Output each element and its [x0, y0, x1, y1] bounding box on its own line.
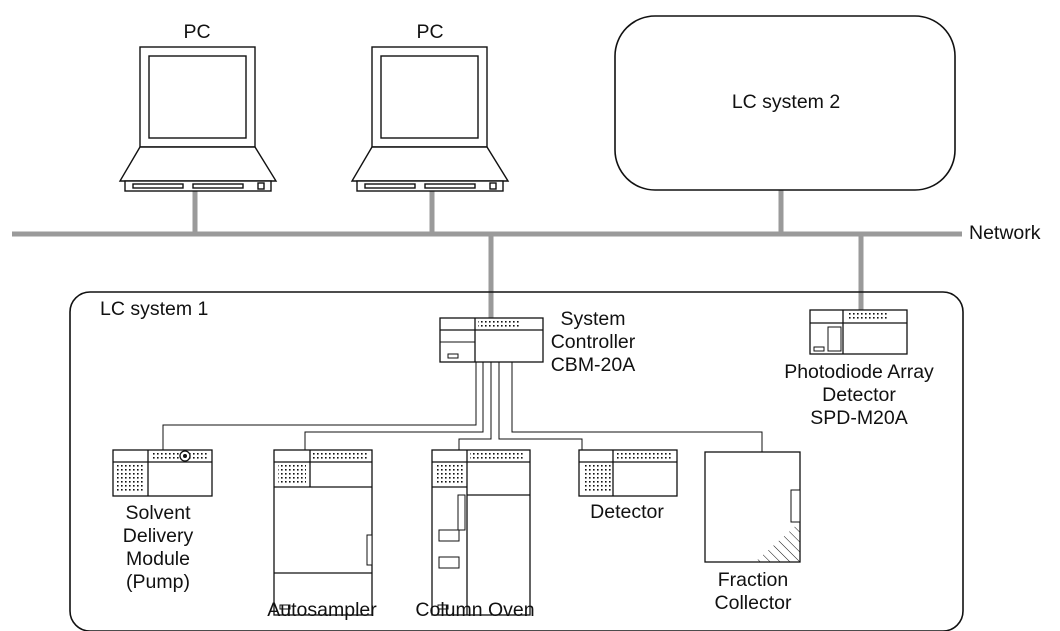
column-oven-label: Column Oven [415, 599, 535, 621]
fraction-collector-label: Fraction Collector [714, 569, 792, 614]
autosampler-icon [273, 449, 373, 616]
system-controller-icon [439, 317, 544, 363]
pump-icon [112, 449, 213, 497]
fraction-collector-icon [704, 451, 801, 563]
lc-system-1-label: LC system 1 [100, 298, 209, 320]
pc-1-icon [118, 46, 278, 192]
pc-1-label: PC [183, 21, 211, 43]
module-cables [162, 362, 763, 452]
network-lines [12, 190, 962, 318]
pc-2-label: PC [416, 21, 444, 43]
solvent-delivery-label: Solvent Delivery Module (Pump) [122, 502, 194, 593]
network-label: Network [969, 222, 1041, 244]
system-controller-label: System Controller CBM-20A [550, 308, 636, 376]
pda-detector-icon [809, 309, 908, 355]
lc-system-1-box [69, 291, 964, 631]
pc-2-icon [350, 46, 510, 192]
autosampler-label: Autosampler [267, 599, 377, 621]
pda-detector-label: Photodiode Array Detector SPD-M20A [784, 361, 934, 429]
column-oven-icon [431, 449, 531, 616]
lc-system-2-label: LC system 2 [731, 91, 841, 113]
lc-system-2-box [614, 15, 956, 191]
detector-icon [578, 449, 678, 497]
detector-label: Detector [590, 501, 664, 523]
